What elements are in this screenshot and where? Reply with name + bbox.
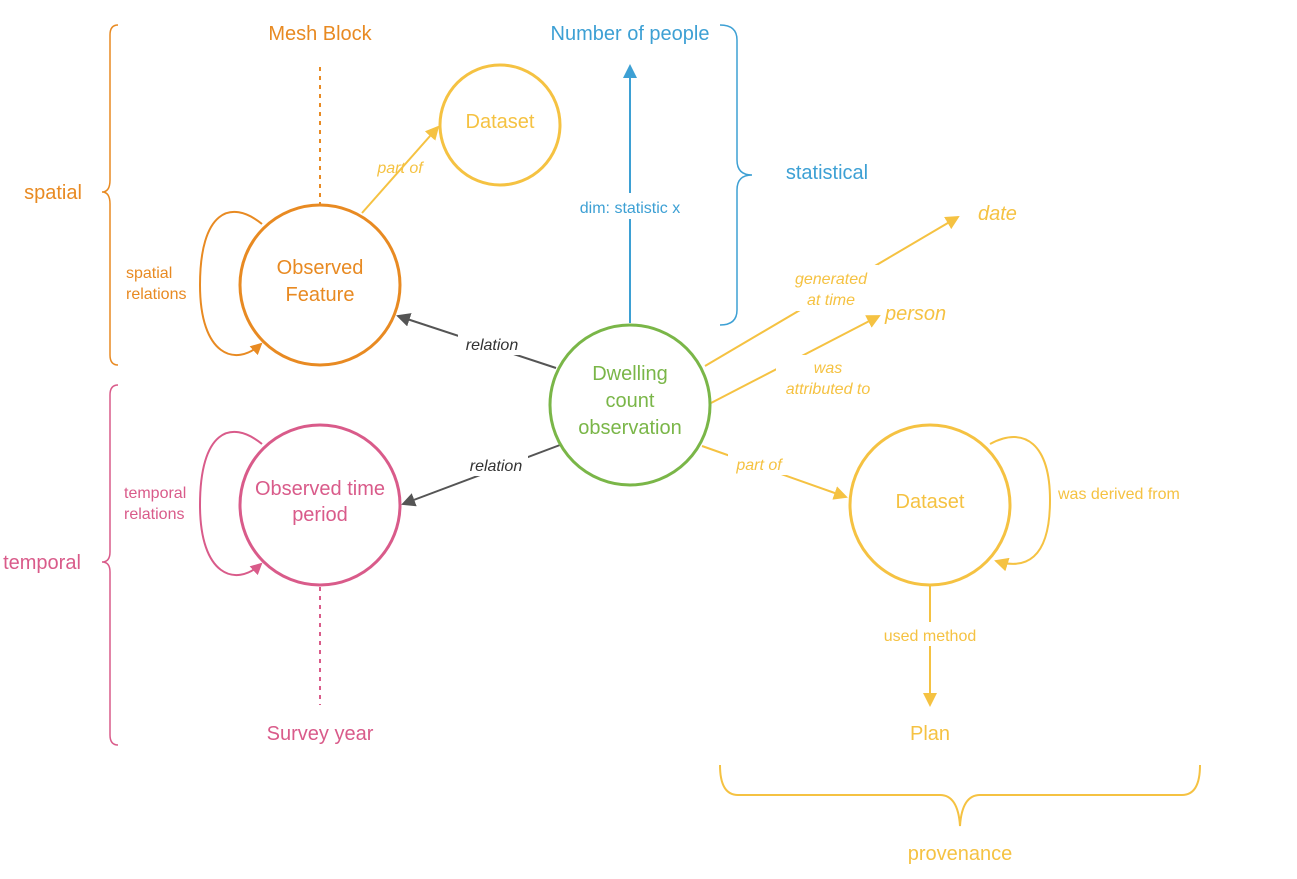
temporal-brace bbox=[101, 384, 119, 746]
relation-time-label: relation bbox=[470, 458, 523, 475]
observation-label-line3: observation bbox=[578, 417, 681, 439]
spatial-brace bbox=[101, 24, 119, 366]
person-label: person bbox=[884, 303, 946, 325]
observed-feature-label-line2: Feature bbox=[286, 284, 355, 306]
generated-at-time-label-line1: generated bbox=[795, 271, 868, 288]
observation-label-line1: Dwelling bbox=[592, 363, 668, 385]
statistical-brace bbox=[719, 24, 753, 326]
observed-feature-node bbox=[238, 203, 402, 367]
part-of-provenance-label: part of bbox=[735, 457, 783, 474]
plan-label: Plan bbox=[910, 723, 950, 745]
was-derived-from-loop bbox=[989, 436, 1052, 572]
statistical-group-label: statistical bbox=[786, 162, 868, 184]
relation-feature-label: relation bbox=[466, 337, 519, 354]
temporal-relations-label-line1: temporal bbox=[124, 485, 186, 502]
observation-label-line2: count bbox=[606, 390, 655, 412]
mesh-block-label: Mesh Block bbox=[268, 23, 372, 45]
observed-time-period-label-line1: Observed time bbox=[255, 478, 385, 500]
was-attributed-to-label-line1: was bbox=[814, 360, 842, 377]
dataset-spatial-node bbox=[438, 63, 562, 187]
temporal-relations-label-line2: relations bbox=[124, 506, 184, 523]
dataset-provenance-node bbox=[848, 423, 1012, 587]
provenance-group-label: provenance bbox=[908, 843, 1013, 865]
was-derived-from-label: was derived from bbox=[1057, 486, 1180, 503]
observed-time-period-node bbox=[238, 423, 402, 587]
used-method-label: used method bbox=[884, 628, 977, 645]
temporal-relations-loop bbox=[198, 430, 263, 576]
temporal-group-label: temporal bbox=[3, 552, 81, 574]
dwelling-count-observation-node bbox=[548, 323, 712, 487]
spatial-relations-label-line2: relations bbox=[126, 286, 186, 303]
dataset-spatial-label: Dataset bbox=[466, 111, 535, 133]
date-label: date bbox=[978, 203, 1017, 225]
spatial-relations-label-line1: spatial bbox=[126, 265, 172, 282]
provenance-brace bbox=[719, 764, 1201, 827]
part-of-spatial-arrow bbox=[361, 125, 440, 214]
part-of-spatial-label: part of bbox=[376, 160, 424, 177]
generated-at-time-label-line2: at time bbox=[807, 292, 855, 309]
spatial-relations-loop bbox=[198, 210, 263, 356]
survey-year-label: Survey year bbox=[267, 723, 374, 745]
observed-feature-label-line1: Observed bbox=[277, 257, 364, 279]
observed-time-period-label-line2: period bbox=[292, 504, 348, 526]
dim-statistic-label: dim: statistic x bbox=[580, 200, 680, 217]
dataset-provenance-label: Dataset bbox=[896, 491, 965, 513]
spatial-group-label: spatial bbox=[24, 182, 82, 204]
was-attributed-to-label-line2: attributed to bbox=[786, 381, 871, 398]
number-of-people-label: Number of people bbox=[551, 23, 710, 45]
